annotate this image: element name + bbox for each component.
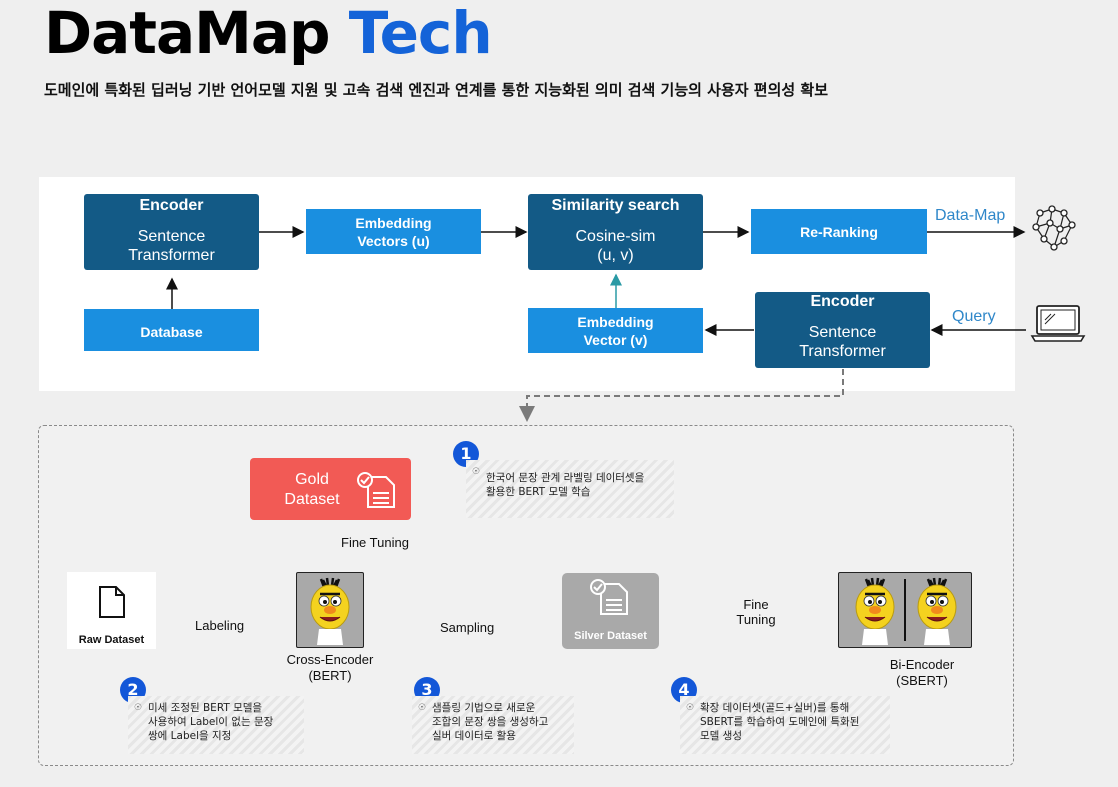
- silver-dataset-label: Silver Dataset: [574, 630, 647, 642]
- cross-encoder-line1: Cross-Encoder: [286, 652, 374, 667]
- fine-tuning-2-line1: Fine: [743, 597, 769, 612]
- step-1-bullet-icon: ☉: [472, 467, 481, 477]
- reranking-label: Re-Ranking: [800, 224, 878, 240]
- cross-encoder-label: Cross-Encoder (BERT): [280, 652, 380, 684]
- step-4-line1: 확장 데이터셋(골드+실버)를 통해: [700, 702, 850, 714]
- step-1-note: ☉ 한국어 문장 관계 라벨링 데이터셋을 활용한 BERT 모델 학습: [466, 460, 674, 518]
- dashed-link-to-training: [519, 369, 844, 422]
- fine-tuning-label-1: Fine Tuning: [341, 535, 409, 550]
- bi-encoder-label: Bi-Encoder (SBERT): [872, 657, 972, 689]
- encoder-box-1-line1: Sentence: [137, 228, 206, 245]
- title-main: DataMap: [44, 0, 331, 67]
- bi-encoder-line1: Bi-Encoder: [889, 657, 955, 672]
- database-label: Database: [140, 324, 203, 340]
- bi-encoder-line2: (SBERT): [896, 673, 948, 688]
- fine-tuning-label-2: Fine Tuning: [728, 597, 784, 627]
- document-check-icon-silver: [590, 579, 628, 615]
- step-2-bullet-icon: ☉: [134, 703, 143, 713]
- step-1-text: 한국어 문장 관계 라벨링 데이터셋을 활용한 BERT 모델 학습: [486, 471, 644, 499]
- step-1-line1: 한국어 문장 관계 라벨링 데이터셋을: [486, 472, 645, 484]
- embedding-v-line2: Vector (v): [583, 332, 648, 348]
- step-3-line2: 조합의 문장 쌍을 생성하고: [432, 716, 549, 728]
- database-box: Database: [84, 309, 259, 351]
- labeling-label: Labeling: [195, 618, 245, 633]
- step-2-line2: 사용하여 Label이 없는 문장: [148, 716, 274, 728]
- step-4-text: 확장 데이터셋(골드+실버)를 통해 SBERT를 학습하여 도메인에 특화된 …: [700, 701, 859, 743]
- document-check-icon: [357, 472, 395, 508]
- embedding-v-box: Embedding Vector (v): [528, 308, 703, 353]
- encoder-box-2: Encoder Sentence Transformer: [755, 292, 930, 368]
- bert-character-icon-right: [917, 577, 957, 645]
- cross-encoder-line2: (BERT): [308, 668, 352, 683]
- title-accent: Tech: [348, 0, 493, 67]
- sampling-label: Sampling: [440, 620, 495, 635]
- gold-line2: Dataset: [284, 491, 340, 508]
- network-graph-icon: [1032, 205, 1076, 251]
- gold-dataset-box: Gold Dataset: [250, 458, 411, 520]
- gold-dataset-label: Gold Dataset: [277, 470, 347, 510]
- page-subtitle: 도메인에 특화된 딥러닝 기반 언어모델 지원 및 고속 검색 엔진과 연계를 …: [44, 81, 829, 99]
- laptop-icon: [1030, 305, 1086, 342]
- embedding-u-line1: Embedding: [355, 215, 432, 231]
- encoder-box-2-head: Encoder: [810, 293, 875, 310]
- step-3-line1: 샘플링 기법으로 새로운: [432, 702, 536, 714]
- embedding-u-box: Embedding Vectors (u): [306, 209, 481, 254]
- similarity-line2: (u, v): [597, 247, 634, 264]
- raw-dataset-box: Raw Dataset: [67, 572, 156, 649]
- document-icon: [99, 586, 125, 618]
- encoder-box-2-line2: Transformer: [799, 343, 886, 360]
- embedding-u-line2: Vectors (u): [357, 233, 430, 249]
- reranking-box: Re-Ranking: [751, 209, 927, 254]
- similarity-search-box: Similarity search Cosine-sim (u, v): [528, 194, 703, 270]
- datamap-label: Data-Map: [935, 207, 1006, 224]
- step-2-note: ☉ 미세 조정된 BERT 모델을 사용하여 Label이 없는 문장 쌍에 L…: [128, 696, 304, 754]
- cross-encoder-box: [296, 572, 364, 648]
- step-3-text: 샘플링 기법으로 새로운 조합의 문장 쌍을 생성하고 실버 데이터로 활용: [432, 701, 548, 743]
- step-2-line3: 쌍에 Label을 지정: [148, 730, 232, 742]
- step-3-line3: 실버 데이터로 활용: [432, 730, 516, 742]
- step-1-line2: 활용한 BERT 모델 학습: [486, 486, 591, 498]
- step-4-line2: SBERT를 학습하여 도메인에 특화된: [700, 716, 860, 728]
- gold-line1: Gold: [295, 471, 329, 488]
- step-4-line3: 모델 생성: [700, 730, 742, 742]
- silver-dataset-box: Silver Dataset: [562, 573, 659, 649]
- encoder-box-2-line1: Sentence: [808, 324, 877, 341]
- step-2-line1: 미세 조정된 BERT 모델을: [148, 702, 263, 714]
- embedding-v-line1: Embedding: [577, 314, 654, 330]
- step-3-note: ☉ 샘플링 기법으로 새로운 조합의 문장 쌍을 생성하고 실버 데이터로 활용: [412, 696, 574, 754]
- similarity-line1: Cosine-sim: [575, 228, 656, 245]
- step-3-bullet-icon: ☉: [418, 703, 427, 713]
- bi-encoder-divider: [904, 579, 906, 641]
- bert-character-icon-left: [855, 577, 895, 645]
- similarity-head: Similarity search: [551, 197, 680, 214]
- raw-dataset-label: Raw Dataset: [78, 634, 145, 646]
- encoder-box-1-head: Encoder: [139, 197, 204, 214]
- bi-encoder-box: [838, 572, 972, 648]
- encoder-box-1-line2: Transformer: [128, 247, 215, 264]
- fine-tuning-2-line2: Tuning: [736, 612, 776, 627]
- page-title: DataMap Tech: [44, 0, 493, 67]
- step-4-note: ☉ 확장 데이터셋(골드+실버)를 통해 SBERT를 학습하여 도메인에 특화…: [680, 696, 890, 754]
- step-2-text: 미세 조정된 BERT 모델을 사용하여 Label이 없는 문장 쌍에 Lab…: [148, 701, 273, 743]
- bert-character-icon: [310, 577, 350, 645]
- step-4-bullet-icon: ☉: [686, 703, 695, 713]
- query-label: Query: [952, 308, 996, 325]
- encoder-box-1: Encoder Sentence Transformer: [84, 194, 259, 270]
